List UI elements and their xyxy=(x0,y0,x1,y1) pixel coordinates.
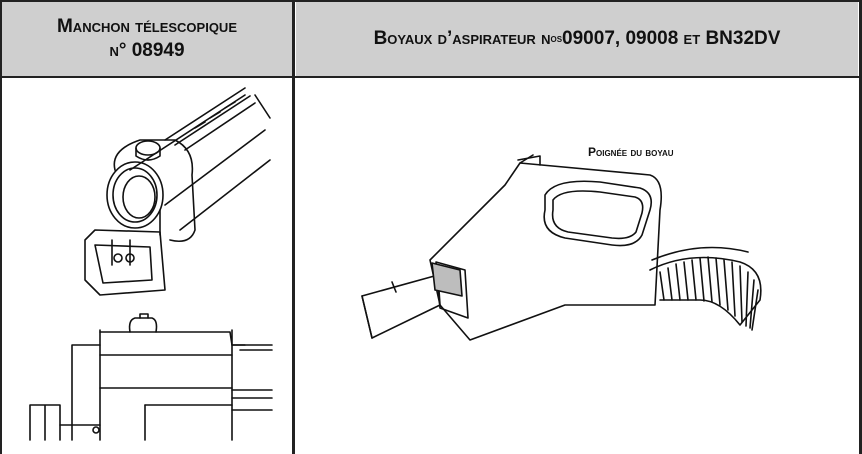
header-telescopic-title: Manchon télescopique xyxy=(56,16,237,37)
header-hoses-suffix: 09007, 09008 et BN32DV xyxy=(562,28,781,49)
callout-leader-line xyxy=(519,154,534,164)
table-border-header-bottom xyxy=(0,76,862,78)
table-border-middle xyxy=(292,0,295,454)
table-border-right xyxy=(859,0,862,454)
header-telescopic-part-number: n° 08949 xyxy=(109,40,185,61)
hose-handle-grey-band xyxy=(431,262,463,297)
corrugated-hose xyxy=(649,246,762,331)
table-border-top xyxy=(0,0,862,2)
hose-handle-callout-label: Poignée du boyau xyxy=(588,145,674,159)
header-telescopic-sleeve: Manchon télescopique n° 08949 xyxy=(2,2,292,76)
hose-handle xyxy=(361,155,663,341)
table-border-left xyxy=(0,0,2,454)
header-hoses-prefix: Boyaux d’aspirateur n xyxy=(373,28,551,49)
